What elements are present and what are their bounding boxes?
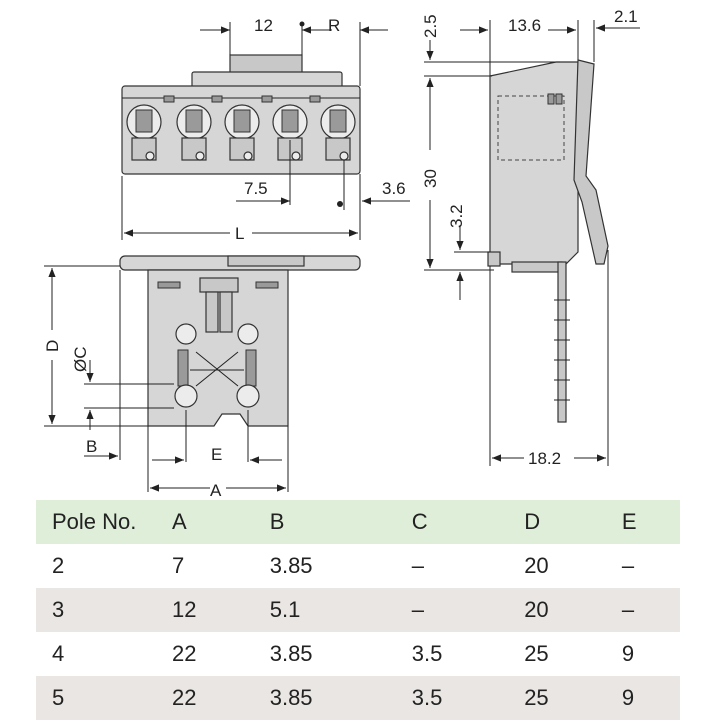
table-header-row: Pole No. A B C D E — [36, 500, 680, 544]
dim-top-width: 12 — [254, 16, 273, 35]
dim-bottom-e: E — [211, 445, 222, 464]
cell: 20 — [524, 597, 549, 622]
terminal-3 — [224, 104, 260, 161]
cell: 7 — [172, 553, 185, 578]
cell: 20 — [524, 553, 549, 578]
table-row: 3 12 5.1 – 20 – — [36, 588, 680, 632]
cell: 3.5 — [411, 641, 443, 666]
cell: 5.1 — [269, 597, 301, 622]
dim-bottom-c: ØC — [71, 347, 90, 373]
terminal-row — [126, 104, 356, 161]
header-a: A — [172, 509, 187, 534]
cell: 4 — [52, 641, 65, 666]
cross-rib — [177, 349, 257, 387]
pin — [554, 261, 570, 423]
dim-bottom-a: A — [210, 481, 222, 500]
header-b: B — [269, 509, 285, 534]
cell: – — [621, 553, 635, 578]
header-c: C — [411, 509, 428, 534]
cell: 25 — [524, 685, 549, 710]
header-pole-no: Pole No. — [52, 509, 137, 534]
cell: 3 — [52, 597, 65, 622]
cell: – — [411, 597, 424, 622]
dim-side-width-bottom: 18.2 — [528, 449, 561, 468]
cell: 2 — [52, 553, 65, 578]
cell: 3.85 — [269, 641, 313, 666]
dim-side-height: 30 — [421, 169, 440, 188]
dim-side-top: 2.5 — [421, 14, 440, 38]
cell: 3.85 — [269, 553, 313, 578]
table-row: 2 7 3.85 – 20 – — [36, 544, 680, 588]
cell: 25 — [524, 641, 549, 666]
dim-side-width-top: 13.6 — [508, 16, 541, 35]
table-row: 4 22 3.85 3.5 25 9 — [36, 632, 680, 676]
terminal-1 — [126, 104, 162, 161]
table-row: 5 22 3.85 3.5 25 9 — [36, 676, 680, 720]
cell: 22 — [172, 685, 197, 710]
cell: – — [621, 597, 635, 622]
cell: 3.85 — [269, 685, 313, 710]
dim-top-r: R — [328, 16, 340, 35]
dim-bottom-b: B — [86, 437, 97, 456]
dimension-table: Pole No. A B C D E 2 7 3.85 – 20 – 3 12 … — [36, 500, 680, 720]
cell: 9 — [621, 685, 635, 710]
header-e: E — [621, 509, 637, 534]
dim-right-offset: 3.6 — [382, 179, 406, 198]
cell: 5 — [52, 685, 65, 710]
front-view: 12 R 7.5 3.6 L — [121, 16, 410, 243]
terminal-2 — [176, 104, 212, 161]
terminal-5 — [320, 104, 356, 161]
cell: 3.5 — [411, 685, 443, 710]
bottom-view: D ØC B E A — [43, 255, 361, 500]
dim-pitch: 7.5 — [244, 179, 268, 198]
cell: 9 — [621, 641, 635, 666]
dim-side-tab: 2.1 — [614, 7, 638, 26]
dim-length: L — [235, 224, 244, 243]
dim-bottom-d: D — [43, 340, 62, 352]
header-d: D — [524, 509, 541, 534]
cell: 22 — [172, 641, 197, 666]
cell: – — [411, 553, 424, 578]
cell: 12 — [172, 597, 197, 622]
side-view: 2.5 13.6 2.1 30 3.2 18.2 — [421, 7, 640, 468]
dim-side-bottom: 3.2 — [447, 204, 466, 228]
technical-drawing: 12 R 7.5 3.6 L — [43, 7, 640, 500]
